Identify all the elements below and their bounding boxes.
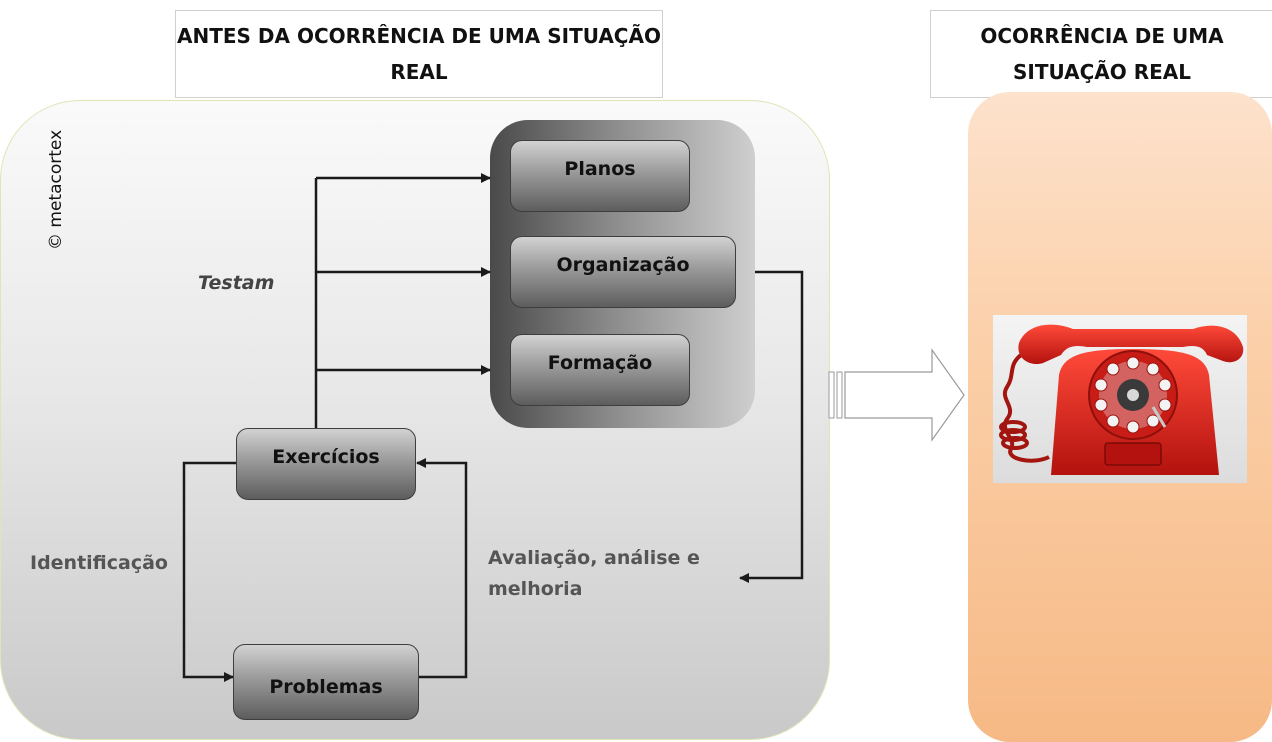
label-testam: Testam bbox=[198, 272, 275, 294]
box-organizacao: Organização bbox=[510, 236, 736, 308]
connector-avaliacao bbox=[739, 270, 804, 583]
box-planos-label: Planos bbox=[564, 158, 636, 180]
rotary-telephone-icon bbox=[993, 315, 1247, 483]
box-problemas: Problemas bbox=[233, 644, 419, 720]
box-problemas-label: Problemas bbox=[269, 676, 383, 698]
box-planos: Planos bbox=[510, 140, 690, 212]
block-arrow-right-icon bbox=[828, 348, 965, 442]
box-exercicios: Exercícios bbox=[236, 428, 416, 500]
box-formacao: Formação bbox=[510, 334, 690, 406]
copyright-notice: © metacortex bbox=[46, 129, 66, 250]
title-real-situation-text: OCORRÊNCIA DE UMA SITUAÇÃO REAL bbox=[980, 24, 1224, 84]
title-before-situation-text: ANTES DA OCORRÊNCIA DE UMA SITUAÇÃO REAL bbox=[177, 24, 661, 84]
box-formacao-label: Formação bbox=[547, 352, 653, 374]
connector-problemas-to-exercicios bbox=[416, 458, 468, 679]
box-organizacao-label: Organização bbox=[556, 254, 690, 276]
title-before-situation: ANTES DA OCORRÊNCIA DE UMA SITUAÇÃO REAL bbox=[175, 10, 663, 98]
connector-identificacao bbox=[182, 461, 236, 682]
label-avaliacao: Avaliação, análise e melhoria bbox=[488, 547, 700, 600]
label-identificacao: Identificação bbox=[30, 552, 168, 574]
box-exercicios-label: Exercícios bbox=[272, 446, 380, 468]
